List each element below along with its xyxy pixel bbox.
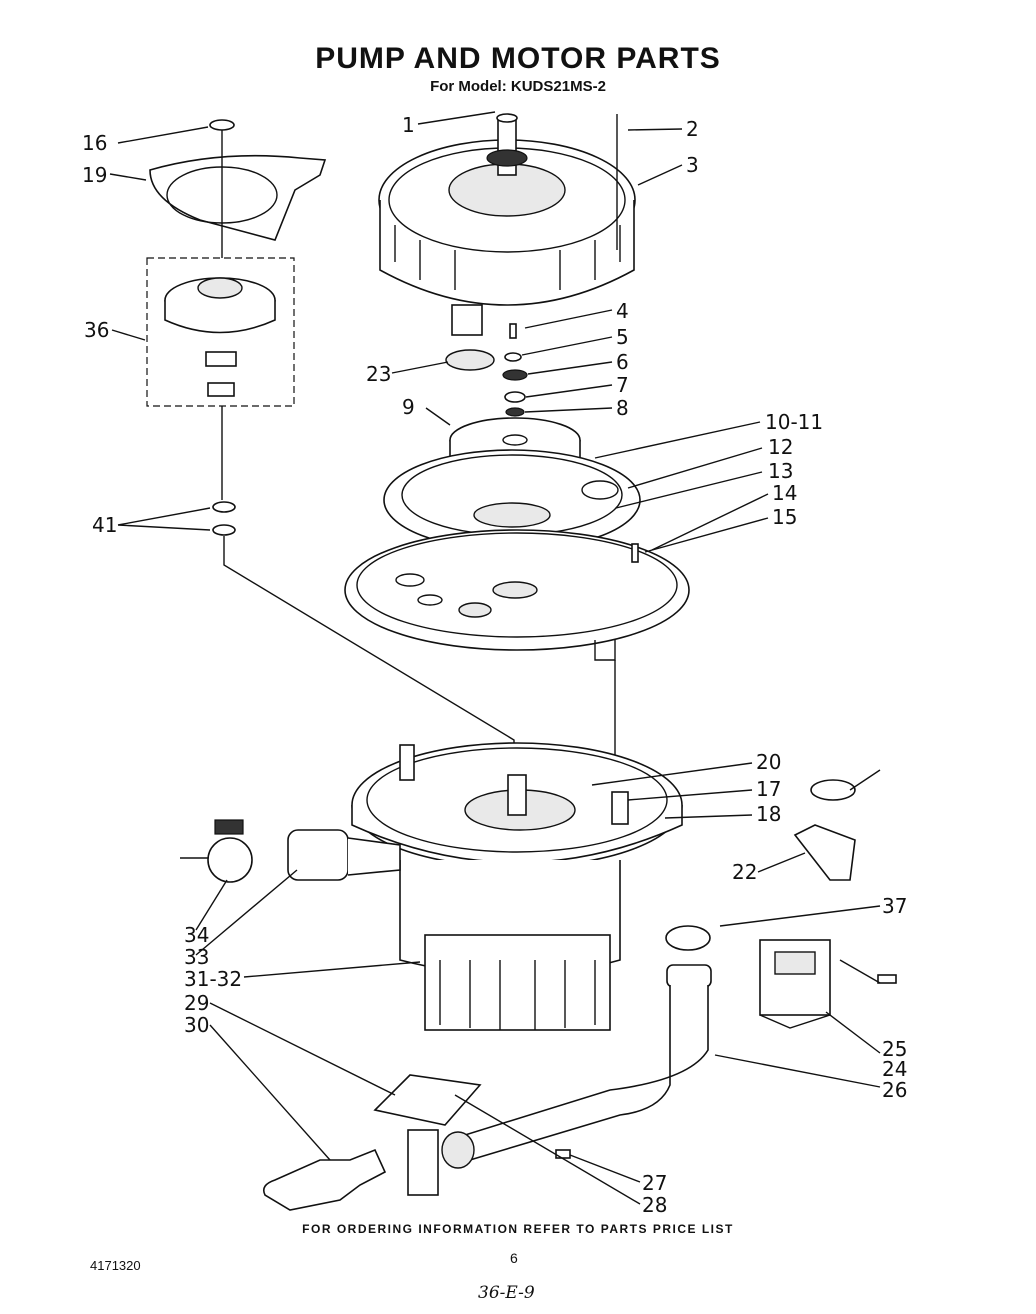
sensor-part-22 bbox=[793, 769, 881, 881]
screw-part-27 bbox=[555, 1149, 571, 1159]
leader-lines bbox=[109, 111, 881, 1205]
callout-25: 25 bbox=[882, 1037, 907, 1061]
screw-part-25 bbox=[877, 974, 897, 984]
callout-28: 28 bbox=[642, 1193, 667, 1217]
model-subtitle: For Model: KUDS21MS-2 bbox=[430, 78, 606, 95]
screw-part-15 bbox=[631, 543, 639, 563]
callout-5: 5 bbox=[616, 325, 629, 349]
seal-part-23 bbox=[445, 349, 495, 371]
callout-18: 18 bbox=[756, 802, 781, 826]
callout-13: 13 bbox=[768, 459, 793, 483]
callout-19: 19 bbox=[82, 163, 107, 187]
callout-12: 12 bbox=[768, 435, 793, 459]
callout-4: 4 bbox=[616, 299, 629, 323]
base-plate-part-14 bbox=[344, 529, 690, 661]
callout-16: 16 bbox=[82, 131, 107, 155]
callout-3: 3 bbox=[686, 153, 699, 177]
callout-23: 23 bbox=[366, 362, 391, 386]
callout-8: 8 bbox=[616, 396, 629, 420]
assembly-part-36 bbox=[146, 257, 295, 407]
inlet-hose-part-33 bbox=[287, 829, 401, 881]
callout-31-32: 31-32 bbox=[184, 967, 242, 991]
callout-14: 14 bbox=[772, 481, 797, 505]
gasket-part-19 bbox=[149, 154, 327, 241]
washer-stack-parts-4-8 bbox=[502, 323, 528, 417]
callout-7: 7 bbox=[616, 373, 629, 397]
callout-20: 20 bbox=[756, 750, 781, 774]
ring-part-16 bbox=[209, 119, 235, 131]
callout-29: 29 bbox=[184, 991, 209, 1015]
pump-base-parts-17-18-20 bbox=[351, 742, 683, 868]
clamp-part-34 bbox=[207, 819, 253, 883]
callout-37: 37 bbox=[882, 894, 907, 918]
motor-housing-part-3 bbox=[378, 113, 636, 336]
callout-6: 6 bbox=[616, 350, 629, 374]
page-title: PUMP AND MOTOR PARTS bbox=[315, 42, 721, 75]
callout-33: 33 bbox=[184, 945, 209, 969]
ring-part-41a bbox=[212, 501, 236, 513]
callout-9: 9 bbox=[402, 395, 415, 419]
callout-17: 17 bbox=[756, 777, 781, 801]
document-number: 4171320 bbox=[90, 1258, 141, 1273]
page-number: 6 bbox=[510, 1250, 518, 1266]
motor-part-31-32 bbox=[399, 860, 621, 1031]
callout-24: 24 bbox=[882, 1057, 907, 1081]
callout-15: 15 bbox=[772, 505, 797, 529]
callout-26: 26 bbox=[882, 1078, 907, 1102]
callout-27: 27 bbox=[642, 1171, 667, 1195]
callout-22: 22 bbox=[732, 860, 757, 884]
callout-2: 2 bbox=[686, 117, 699, 141]
callout-30: 30 bbox=[184, 1013, 209, 1037]
callout-36: 36 bbox=[84, 318, 109, 342]
callout-1: 1 bbox=[402, 113, 415, 137]
callout-10-11: 10-11 bbox=[765, 410, 823, 434]
fitting-part-30 bbox=[262, 1148, 387, 1211]
bracket-part-29 bbox=[373, 1074, 482, 1196]
callout-34: 34 bbox=[184, 923, 209, 947]
ring-part-41b bbox=[212, 524, 236, 536]
ordering-note: FOR ORDERING INFORMATION REFER TO PARTS … bbox=[302, 1222, 734, 1236]
callout-41: 41 bbox=[92, 513, 117, 537]
switch-part-24 bbox=[759, 939, 831, 1029]
handwritten-note: 36-E-9 bbox=[478, 1283, 535, 1303]
drain-hose-part-26 bbox=[464, 925, 712, 1162]
